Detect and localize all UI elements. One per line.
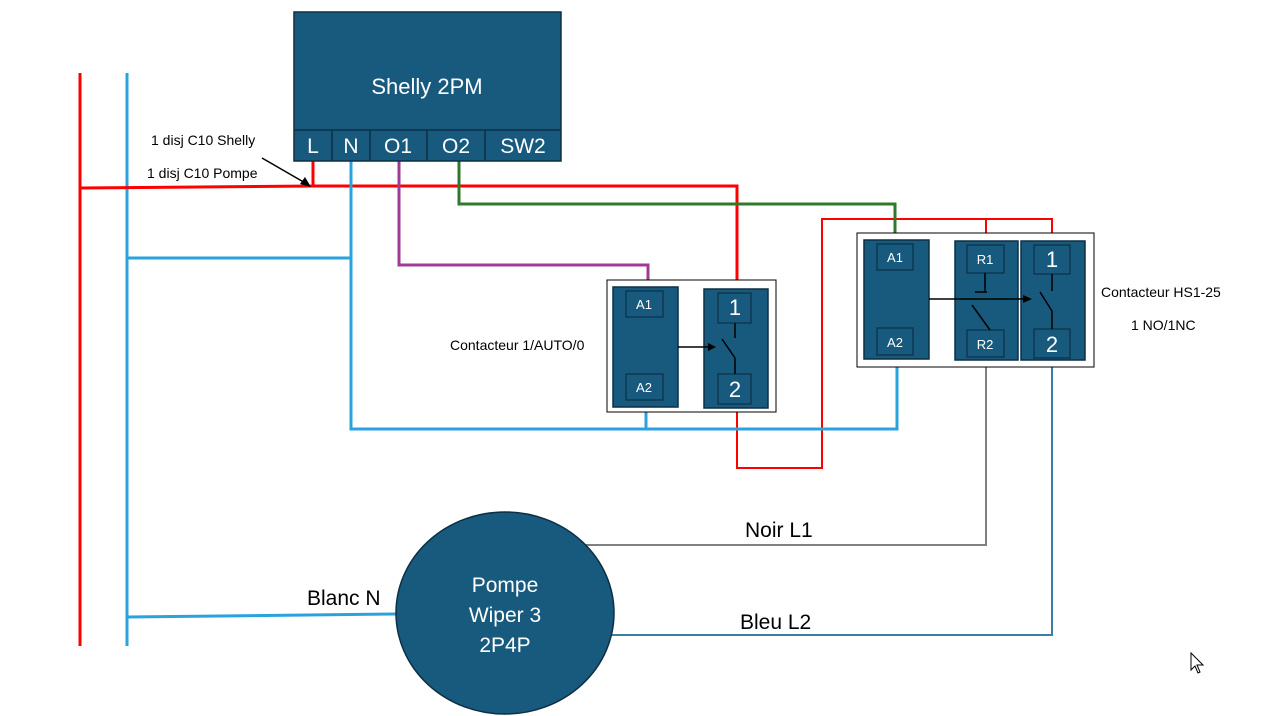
pump-line1: Pompe (472, 574, 539, 597)
pump-line3: 2P4P (479, 634, 530, 657)
c2-r2: R2 (977, 337, 994, 352)
phase-wires (79, 160, 739, 290)
terminal-n: N (343, 135, 358, 158)
o2-wire (457, 160, 897, 242)
c1-a2: A2 (636, 380, 652, 395)
cursor-icon (1190, 651, 1205, 674)
c2-a1: A1 (887, 250, 903, 265)
shelly-title: Shelly 2PM (371, 74, 482, 99)
black-l1-wire (582, 360, 987, 546)
wire-bleu-label: Bleu L2 (740, 611, 811, 634)
pump: Pompe Wiper 3 2P4P (395, 511, 615, 715)
shelly-2pm: Shelly 2PM L N O1 O2 SW2 (293, 11, 562, 162)
terminal-sw2: SW2 (500, 135, 546, 158)
terminal-o2: O2 (442, 135, 470, 158)
c2-contact-2: 2 (1046, 332, 1058, 357)
terminal-l: L (307, 135, 319, 158)
wire-blanc-label: Blanc N (307, 587, 381, 610)
neutral-wires (126, 160, 899, 619)
wire-noir-label: Noir L1 (745, 519, 813, 542)
terminal-o1: O1 (384, 135, 412, 158)
c2-contact-1: 1 (1046, 247, 1058, 272)
o1-wire (397, 160, 650, 290)
blue-l2-wire (612, 360, 1053, 636)
c1-contact-1: 1 (729, 295, 741, 320)
contactor-2-label: Contacteur HS1-25 (1101, 284, 1221, 300)
note-arrow (261, 157, 308, 185)
c2-a2: A2 (887, 335, 903, 350)
c2-r1: R1 (977, 252, 994, 267)
note-disj-shelly: 1 disj C10 Shelly (151, 132, 255, 148)
c1-a1: A1 (636, 297, 652, 312)
contactor-1: A1 A2 1 2 (606, 279, 777, 413)
note-arrow-head (300, 177, 311, 187)
pump-line2: Wiper 3 (469, 604, 541, 627)
contactor-2-sublabel: 1 NO/1NC (1131, 317, 1196, 333)
contactor-2: A1 A2 R1 R2 1 2 (856, 232, 1095, 368)
c1-contact-2: 2 (729, 377, 741, 402)
contactor-1-label: Contacteur 1/AUTO/0 (450, 337, 585, 353)
note-disj-pompe: 1 disj C10 Pompe (147, 165, 258, 181)
